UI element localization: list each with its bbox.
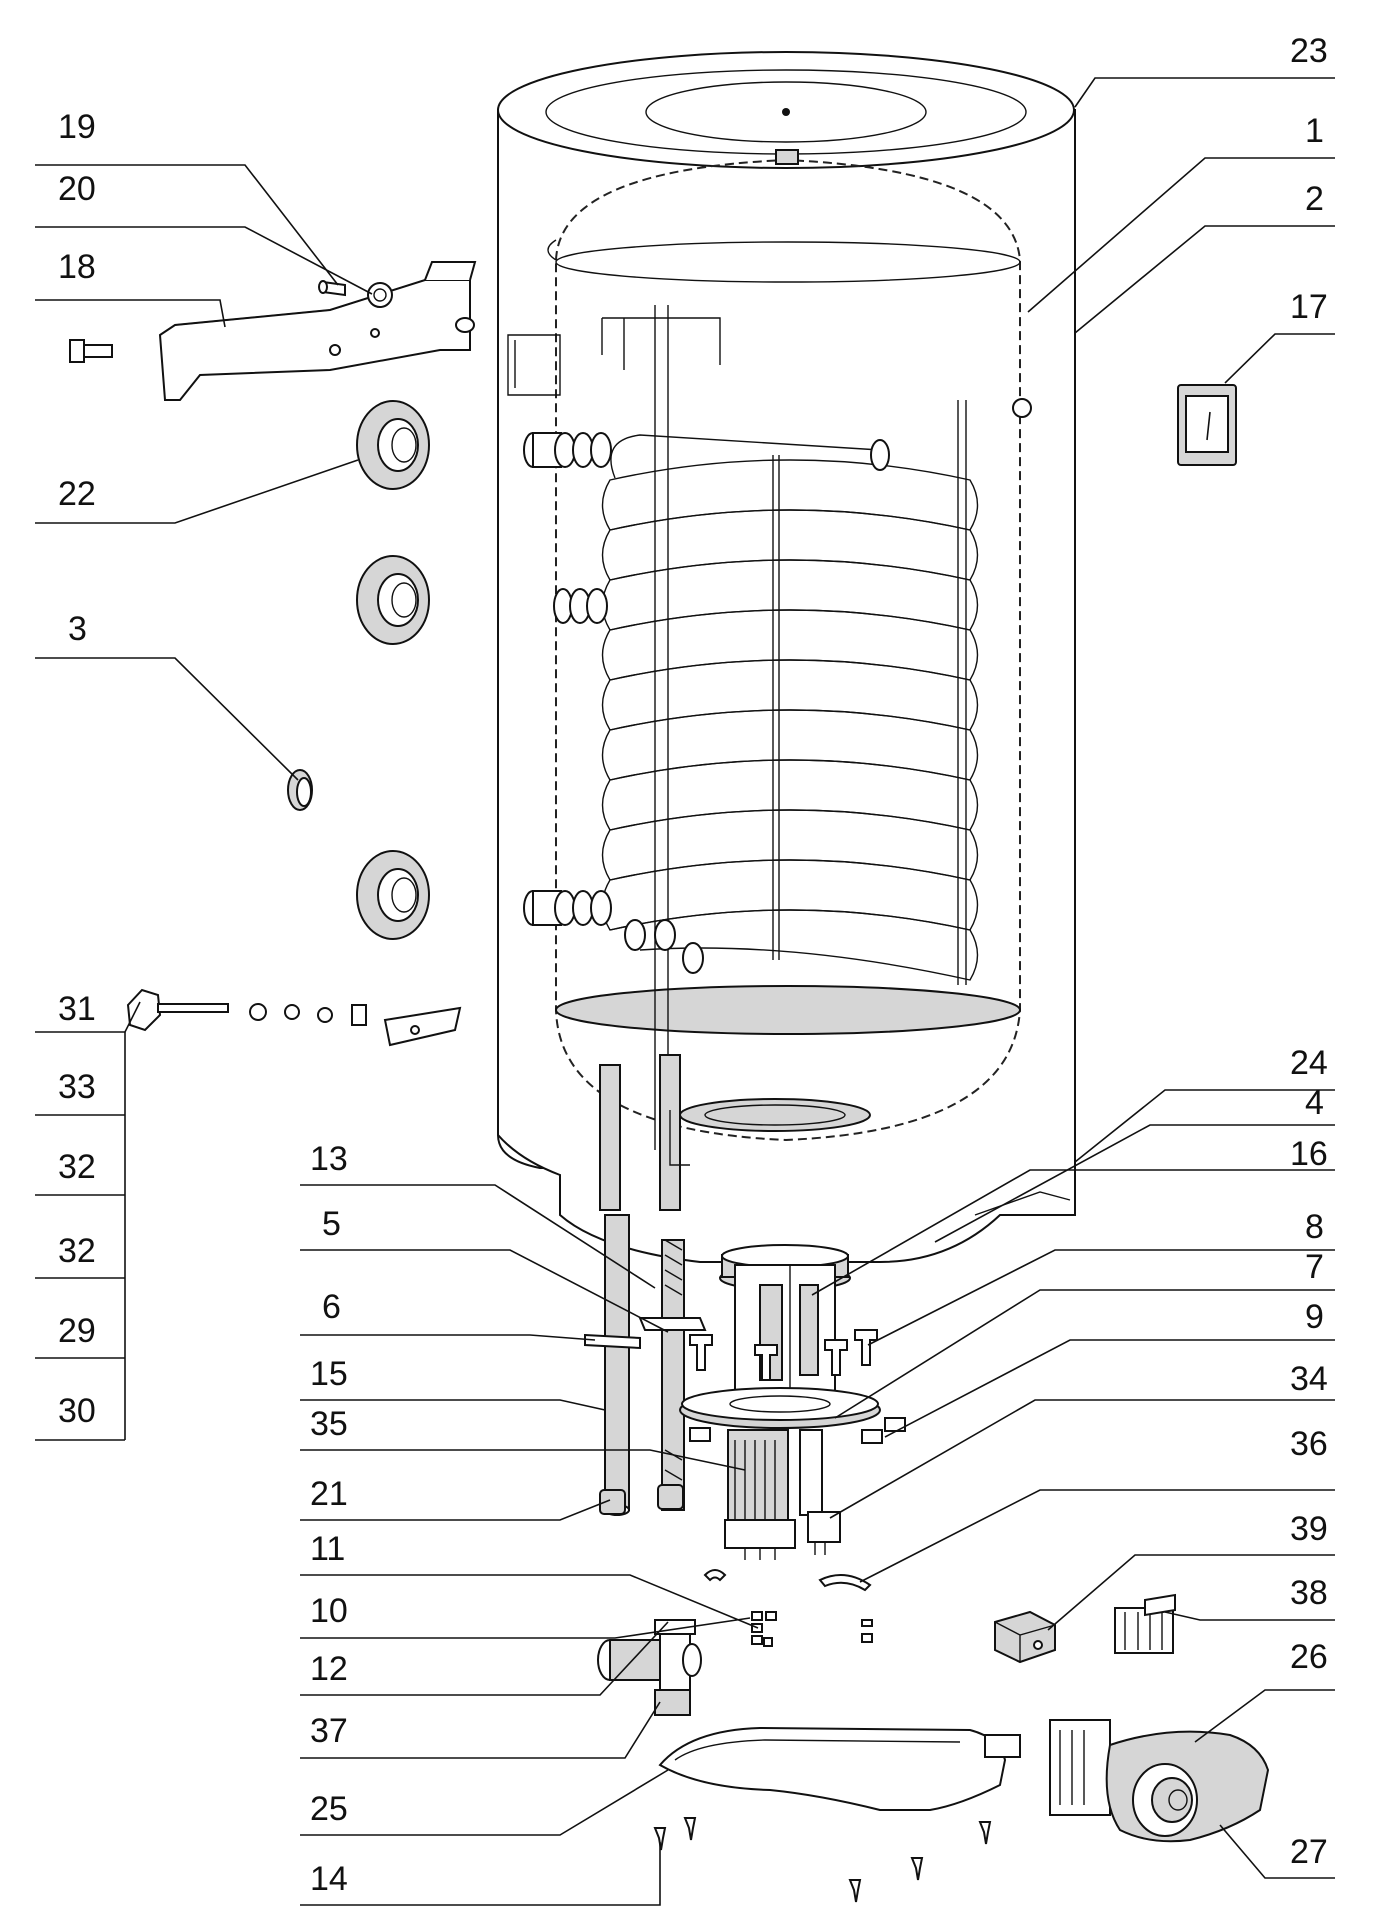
label-25: 25	[310, 1790, 348, 1828]
label-4: 4	[1305, 1084, 1324, 1122]
label-10: 10	[310, 1592, 348, 1630]
mounting-bracket	[158, 261, 477, 401]
label-39: 39	[1290, 1510, 1328, 1548]
label-31: 31	[58, 990, 96, 1028]
flanges-left	[356, 400, 430, 940]
label-30: 30	[58, 1392, 96, 1430]
label-20: 20	[58, 170, 96, 208]
terminal-block	[994, 1610, 1056, 1664]
label-23: 23	[1290, 32, 1328, 70]
label-15: 15	[310, 1355, 348, 1393]
label-9: 9	[1305, 1298, 1324, 1336]
control-housing	[1049, 1719, 1270, 1843]
label-27: 27	[1290, 1833, 1328, 1871]
label-17: 17	[1290, 288, 1328, 326]
side-nozzles	[523, 432, 890, 974]
screw-and-washer	[318, 280, 393, 308]
heat-exchanger-coil	[601, 434, 979, 981]
label-35: 35	[310, 1405, 348, 1443]
label-13: 13	[310, 1140, 348, 1178]
label-16: 16	[1290, 1135, 1328, 1173]
label-18: 18	[58, 248, 96, 286]
label-37: 37	[310, 1712, 348, 1750]
label-32b: 32	[58, 1232, 96, 1270]
safety-valve	[597, 1619, 702, 1716]
label-2: 2	[1305, 180, 1324, 218]
label-21: 21	[310, 1475, 348, 1513]
control-display	[1177, 384, 1237, 466]
bolts	[689, 1329, 878, 1381]
plug-cap	[287, 769, 313, 811]
label-12: 12	[310, 1650, 348, 1688]
screws	[653, 1817, 992, 1903]
label-1: 1	[1305, 112, 1324, 150]
part-number-labels: 23 1 2 17 24 4 16 8 7 9 34 36 39 38 26 2…	[58, 32, 1328, 1898]
label-38: 38	[1290, 1574, 1328, 1612]
label-29: 29	[58, 1312, 96, 1350]
relay-unit	[1114, 1593, 1176, 1654]
label-32a: 32	[58, 1148, 96, 1186]
anode-and-nuts	[126, 988, 462, 1047]
leader-lines	[35, 77, 1335, 1906]
label-26: 26	[1290, 1638, 1328, 1676]
heater-assembly	[584, 1214, 906, 1647]
label-8: 8	[1305, 1208, 1324, 1246]
label-19: 19	[58, 108, 96, 146]
label-14: 14	[310, 1860, 348, 1898]
label-7: 7	[1305, 1248, 1324, 1286]
bottom-cover	[658, 1726, 1021, 1811]
label-5: 5	[322, 1205, 341, 1243]
label-36: 36	[1290, 1425, 1328, 1463]
label-34: 34	[1290, 1360, 1328, 1398]
label-3: 3	[68, 610, 87, 648]
label-33: 33	[58, 1068, 96, 1106]
label-24: 24	[1290, 1044, 1328, 1082]
water-heater-tank	[497, 51, 1076, 1263]
label-11: 11	[310, 1530, 345, 1568]
label-22: 22	[58, 475, 96, 513]
bolt	[69, 339, 113, 363]
label-6: 6	[322, 1288, 341, 1326]
